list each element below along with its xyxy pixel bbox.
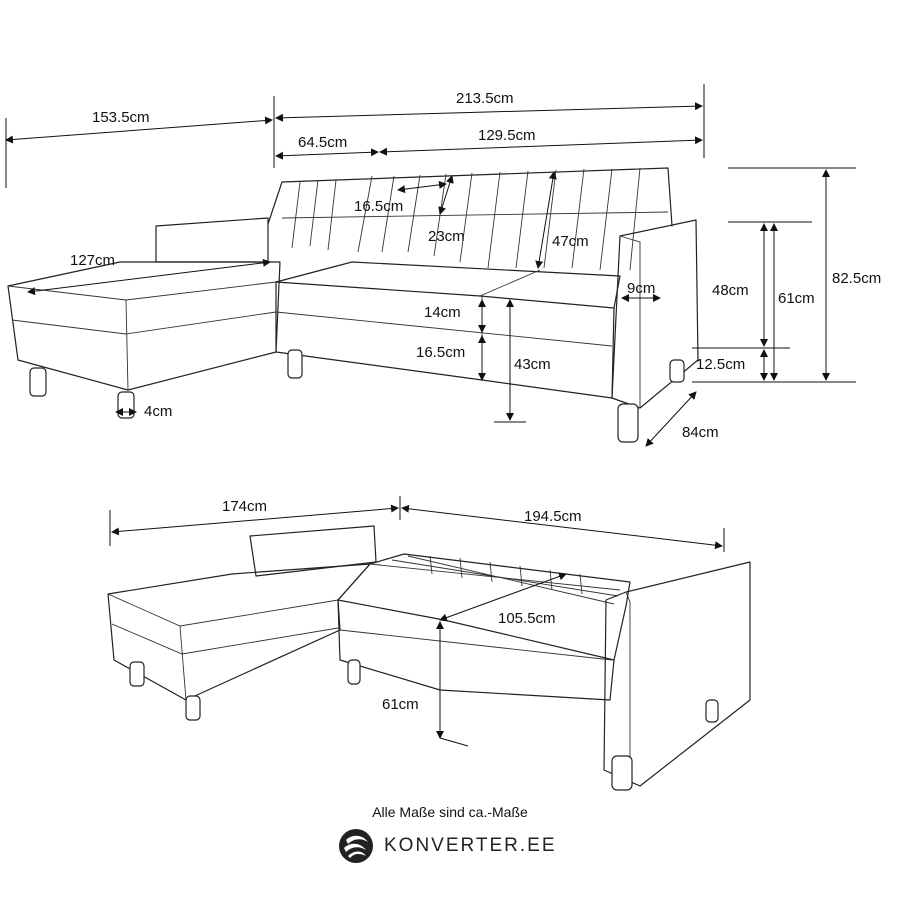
label-arm-width: 9cm	[627, 280, 655, 297]
bed-right-arm-edge	[625, 591, 631, 782]
bed-floor-mark	[439, 737, 469, 747]
brand-mark-icon	[339, 829, 373, 863]
chaise-edges	[7, 281, 277, 391]
extension-lines	[5, 84, 705, 188]
dim-153-5	[5, 116, 273, 144]
dim-84	[645, 391, 697, 447]
label-arm-height: 48cm	[712, 282, 749, 299]
approx-note: Alle Maße sind ca.-Maße	[372, 804, 528, 820]
label-seat-main-width: 129.5cm	[478, 127, 536, 144]
leg	[185, 695, 201, 721]
leg	[287, 349, 303, 379]
main-seat-front	[275, 281, 615, 399]
dim-23	[438, 175, 454, 215]
bed-mattress-top	[337, 553, 631, 661]
height-extension-lines	[692, 167, 856, 383]
label-chaise-length: 127cm	[70, 252, 115, 269]
label-seat-chaise-width: 64.5cm	[298, 134, 347, 151]
bottom-dimension-labels: 174cm 194.5cm 105.5cm 61cm	[222, 498, 582, 713]
label-bed-left-width: 174cm	[222, 498, 267, 515]
dim-64-5	[275, 148, 379, 160]
leg	[347, 659, 361, 685]
label-bed-right-width: 194.5cm	[524, 508, 582, 525]
label-overall-height: 82.5cm	[832, 270, 881, 287]
dim-194-5	[401, 504, 723, 550]
dim-47	[535, 171, 557, 269]
top-dimension-lines	[5, 84, 856, 447]
dim-105-5	[439, 572, 567, 622]
right-arm	[611, 219, 699, 409]
top-sofa	[7, 167, 699, 443]
leg	[617, 403, 639, 443]
right-arm-edge	[619, 235, 641, 408]
main-seat-seams	[275, 269, 613, 380]
label-total-left: 153.5cm	[92, 109, 150, 126]
bed-chaise-edges	[107, 593, 339, 701]
label-depth: 84cm	[682, 424, 719, 441]
chaise-body	[7, 261, 281, 391]
label-leg-width: 4cm	[144, 403, 172, 420]
bottom-extension-lines	[109, 496, 725, 552]
leg	[29, 367, 47, 397]
leg	[669, 359, 685, 383]
dim-213-5	[275, 102, 703, 122]
dim-127	[27, 258, 271, 296]
dim-16-5-cushion	[397, 180, 447, 194]
backrest-seam	[281, 211, 669, 219]
leg	[705, 699, 719, 723]
backrest-tufting	[291, 167, 641, 271]
label-leg-height: 12.5cm	[696, 356, 745, 373]
leg	[129, 661, 145, 687]
label-back-height: 23cm	[428, 228, 465, 245]
leg	[117, 391, 135, 419]
chaise-back	[155, 217, 269, 263]
label-cushion-depth: 16.5cm	[354, 198, 403, 215]
backrest-outline	[267, 167, 673, 227]
bed-tufting	[369, 555, 621, 605]
dim-174	[111, 504, 399, 536]
label-bed-height: 61cm	[382, 696, 419, 713]
label-seat-height: 43cm	[514, 356, 551, 373]
brand-logo: KONVERTER.EE	[336, 826, 576, 866]
bed-chaise	[107, 563, 371, 701]
bed-right-arm	[603, 561, 751, 787]
bed-front-seam	[339, 629, 613, 661]
backrest-dividers	[357, 171, 501, 269]
label-base-height: 16.5cm	[416, 344, 465, 361]
label-back-height-total: 61cm	[778, 290, 815, 307]
bottom-sofa-bed	[107, 525, 751, 791]
label-total-width: 213.5cm	[456, 90, 514, 107]
label-bed-depth: 105.5cm	[498, 610, 556, 627]
main-seat-top	[275, 261, 621, 309]
bottom-dimension-lines	[109, 496, 725, 747]
dim-129-5	[379, 136, 703, 156]
label-seat-thickness: 14cm	[424, 304, 461, 321]
leg	[611, 755, 633, 791]
label-seat-depth-inner: 47cm	[552, 233, 589, 250]
top-dimension-labels: 153.5cm 213.5cm 64.5cm 129.5cm 16.5cm 23…	[70, 90, 881, 441]
brand-name: KONVERTER.EE	[384, 835, 557, 856]
